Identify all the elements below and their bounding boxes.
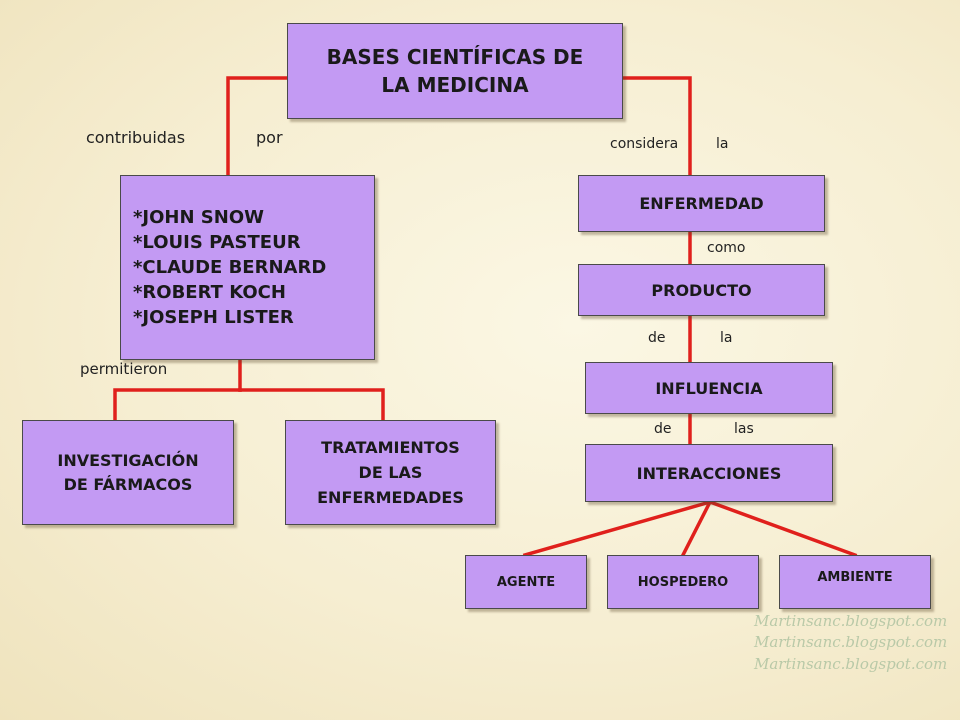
link-label-las: las xyxy=(734,421,754,437)
connector-interactions-agent xyxy=(522,499,713,558)
node-host-label: HOSPEDERO xyxy=(637,574,729,590)
link-label-permitieron: permitieron xyxy=(80,360,168,378)
node-agent: AGENTE xyxy=(465,555,587,609)
connector-interactions-host xyxy=(680,499,713,558)
connector-branch-treatments xyxy=(238,388,385,422)
node-interactions: INTERACCIONES xyxy=(585,444,833,502)
link-label-contribuidas: contribuidas xyxy=(86,128,186,147)
node-disease-label: ENFERMEDAD xyxy=(639,194,764,213)
node-treatments: TRATAMIENTOS DE LAS ENFERMEDADES xyxy=(285,420,496,525)
node-root-line-2: LA MEDICINA xyxy=(381,73,529,97)
connector-interactions-environment xyxy=(707,499,858,558)
watermark-text: Martinsanc.blogspot.com xyxy=(754,655,948,673)
node-interactions-label: INTERACCIONES xyxy=(636,463,782,483)
scientist-name: *ROBERT KOCH xyxy=(133,282,286,303)
link-label-como: como xyxy=(707,240,746,256)
node-research-line-2: DE FÁRMACOS xyxy=(63,474,193,494)
link-label-de: de xyxy=(648,330,666,346)
scientist-name: *JOSEPH LISTER xyxy=(133,307,294,328)
node-product: PRODUCTO xyxy=(578,264,825,316)
node-treatments-line-1: TRATAMIENTOS xyxy=(321,438,460,457)
node-influence: INFLUENCIA xyxy=(585,362,833,414)
node-host: HOSPEDERO xyxy=(607,555,759,609)
connector-root-scientists xyxy=(226,76,289,177)
node-root-line-1: BASES CIENTÍFICAS DE xyxy=(326,45,584,69)
node-root: BASES CIENTÍFICAS DE LA MEDICINA xyxy=(287,23,623,119)
node-product-label: PRODUCTO xyxy=(651,280,752,300)
link-label-de: de xyxy=(654,421,672,437)
node-disease: ENFERMEDAD xyxy=(578,175,825,232)
watermark-text: Martinsanc.blogspot.com xyxy=(754,612,948,630)
node-environment-label: AMBIENTE xyxy=(817,570,893,585)
link-label-la: la xyxy=(716,136,729,152)
link-label-considera: considera xyxy=(610,136,679,152)
node-environment: AMBIENTE xyxy=(779,555,931,609)
scientist-name: *CLAUDE BERNARD xyxy=(133,257,327,278)
node-research: INVESTIGACIÓN DE FÁRMACOS xyxy=(22,420,234,525)
scientist-name: *LOUIS PASTEUR xyxy=(133,232,301,253)
link-label-por: por xyxy=(256,128,283,147)
connector-root-disease xyxy=(621,76,692,177)
node-influence-label: INFLUENCIA xyxy=(655,378,763,398)
node-research-line-1: INVESTIGACIÓN xyxy=(57,450,199,470)
node-treatments-line-2: DE LAS xyxy=(358,463,423,482)
node-treatments-line-3: ENFERMEDADES xyxy=(317,488,464,507)
node-scientists: *JOHN SNOW *LOUIS PASTEUR *CLAUDE BERNAR… xyxy=(120,175,375,360)
connector-branch-research xyxy=(113,388,242,422)
node-agent-label: AGENTE xyxy=(496,574,556,590)
scientist-name: *JOHN SNOW xyxy=(133,207,264,228)
watermark-text: Martinsanc.blogspot.com xyxy=(754,633,948,651)
link-label-la: la xyxy=(720,330,733,346)
